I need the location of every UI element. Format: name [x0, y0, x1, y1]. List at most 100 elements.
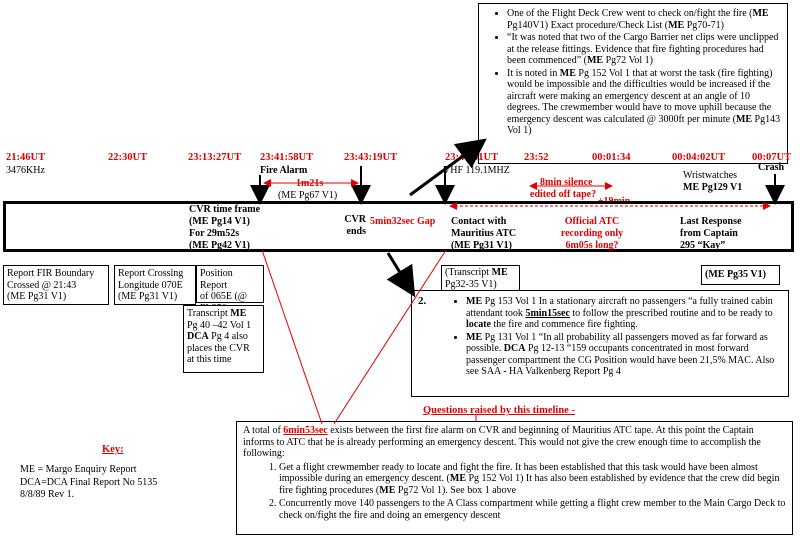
me-pg35-box: (ME Pg35 V1): [701, 265, 780, 285]
list-item: “It was noted that two of the Cargo Barr…: [507, 32, 781, 67]
text-run: (Transcript: [445, 267, 492, 278]
text-run: ME: [559, 67, 576, 79]
text-run: Pg72 Vol 1). See box 1 above: [395, 484, 517, 496]
arrow-to-box-1: [409, 138, 487, 197]
timeline-tick-arrows: [250, 166, 785, 205]
me-pg129-label: ME Pg129 V1: [683, 182, 743, 193]
time-0007: 00:07UT: [752, 152, 792, 163]
questions-list: Get a flight crewmember ready to locate …: [243, 462, 786, 522]
text-run: DCA: [503, 343, 526, 354]
list-item: Pg32-35 V1): [445, 279, 516, 291]
key-lines: ME = Margo Enquiry Report DCA=DCA Final …: [20, 464, 158, 500]
text-run: Pg 40 –42 Vol 1: [187, 319, 252, 331]
text-run: ME: [449, 473, 466, 484]
list-item: ME Pg 131 Vol 1 “In all probability all …: [466, 332, 782, 378]
questions-intro: A total of 6min53sec exists between the …: [243, 425, 786, 460]
text-run: DCA: [187, 331, 209, 342]
text-run: Pg 131 Vol 1 “In all probability all pas…: [466, 331, 768, 355]
time-2230: 22:30UT: [108, 152, 148, 163]
text-run: locate: [466, 319, 491, 330]
text-run: ME: [735, 113, 753, 125]
text-run: ME: [230, 308, 247, 319]
text-run: Pg72 Vol 1): [603, 55, 653, 66]
arrow-to-box-2: [386, 252, 416, 298]
text-run: Pg 152 Vol 1) It has also been establish…: [279, 473, 780, 496]
list-item: Pg 40 –42 Vol 1: [187, 320, 260, 332]
list-item: ME Pg 153 Vol 1 In a stationary aircraft…: [466, 296, 782, 331]
text-run: It is noted in: [507, 67, 560, 79]
time-234158: 23:41:58UT: [260, 152, 314, 163]
list-item: One of the Flight Deck Crew went to chec…: [507, 8, 781, 31]
text-run: Concurrently move 140 passengers to the …: [279, 498, 786, 521]
text-run: ME: [466, 296, 483, 307]
text-run: One of the Flight Deck Crew went to chec…: [507, 8, 753, 19]
text-run: ME: [752, 8, 769, 19]
text-run: 5min15sec: [525, 307, 570, 319]
time-234319: 23:43:19UT: [344, 152, 398, 163]
crash-label: Crash: [758, 162, 785, 173]
evidence-box-1-list: One of the Flight Deck Crew went to chec…: [489, 8, 781, 137]
text-run: ME: [668, 19, 685, 31]
list-item: It is noted in ME Pg 152 Vol 1 that at w…: [507, 68, 781, 137]
list-item: DCA Pg 4 also: [187, 331, 260, 343]
text-run: ME: [586, 55, 604, 66]
questions-heading: Questions raised by this timeline -: [423, 405, 575, 416]
box-2-number: 2.: [418, 295, 427, 307]
time-000402: 00:04:02UT: [672, 152, 726, 163]
text-run: Pg 152 Vol 1 that at worst the task (fir…: [507, 67, 773, 125]
cvr-frame-label: CVR time frame (ME Pg14 V1) For 29m52s (…: [189, 204, 261, 251]
text-run: 6min53sec: [283, 425, 328, 436]
text-run: Pg 153 Vol 1 In a stationary aircraft no…: [466, 296, 773, 319]
contact-atc-label: Contact with Mauritius ATC (ME Pg31 V1): [451, 216, 517, 251]
gap-label: 5min32sec Gap: [370, 216, 436, 227]
red-link-fire-alarm: [261, 249, 323, 425]
longitude-box: Report Crossing Longitude 070E (ME Pg31 …: [114, 265, 196, 305]
text-run: Pg140V1) Exact procedure/Check List (: [507, 19, 669, 31]
text-run: Pg70-71): [684, 19, 724, 31]
text-run: the fire and commence fire fighting.: [491, 319, 638, 330]
list-item: Get a flight crewmember ready to locate …: [279, 462, 786, 497]
position-report-box: Position Report of 065E (@ FL350: [196, 265, 264, 314]
red-link-atc: [333, 249, 447, 425]
last-response-label: Last Response from Captain 295 “Kay”: [680, 216, 742, 251]
list-item: Transcript ME: [187, 308, 260, 320]
list-item: Concurrently move 140 passengers to the …: [279, 498, 786, 521]
time-2352: 23:52: [524, 152, 549, 163]
list-item: at this time: [187, 354, 260, 366]
list-item: (Transcript ME: [445, 267, 516, 279]
fir-boundary-box: Report FIR Boundary Crossed @ 21:43 (ME …: [3, 265, 109, 305]
evidence-box-2: 2. ME Pg 153 Vol 1 In a stationary aircr…: [411, 290, 789, 397]
text-run: exists between the first fire alarm on C…: [243, 425, 761, 459]
text-run: ME: [491, 267, 508, 278]
wristwatches-label: Wristwatches: [683, 170, 738, 181]
frequency-label: 3476KHz: [6, 165, 45, 176]
list-item: places the CVR: [187, 343, 260, 355]
time-2146: 21:46UT: [6, 152, 46, 163]
cvr-ends-label: CVR ends: [344, 214, 366, 237]
text-run: Get a flight crewmember ready to locate …: [279, 461, 758, 485]
text-run: Pg 4 also: [208, 331, 248, 342]
official-atc-label: Official ATC recording only 6m05s long?: [560, 216, 624, 251]
questions-box: A total of 6min53sec exists between the …: [236, 421, 793, 535]
text-run: at this time: [187, 354, 232, 365]
text-run: ME: [466, 331, 483, 343]
text-run: Pg 12-13 “159 occupants concentrated in …: [466, 343, 775, 377]
text-run: “It was noted that two of the Cargo Barr…: [507, 32, 779, 66]
time-231327: 23:13:27UT: [188, 152, 242, 163]
edited-label: edited off tape?: [530, 189, 597, 200]
me-pg67-label: (ME Pg67 V1): [278, 190, 338, 201]
vhf-label: VHF 119.1MHZ: [443, 165, 510, 176]
time-000134: 00:01:34: [592, 152, 631, 163]
text-run: Transcript: [187, 308, 231, 319]
text-run: A total of: [243, 425, 284, 436]
text-run: places the CVR: [187, 342, 250, 354]
evidence-box-2-list: ME Pg 153 Vol 1 In a stationary aircraft…: [448, 296, 782, 378]
text-run: ME: [379, 484, 396, 496]
evidence-box-1: One of the Flight Deck Crew went to chec…: [478, 3, 788, 164]
fire-alarm-label: Fire Alarm: [260, 165, 308, 176]
